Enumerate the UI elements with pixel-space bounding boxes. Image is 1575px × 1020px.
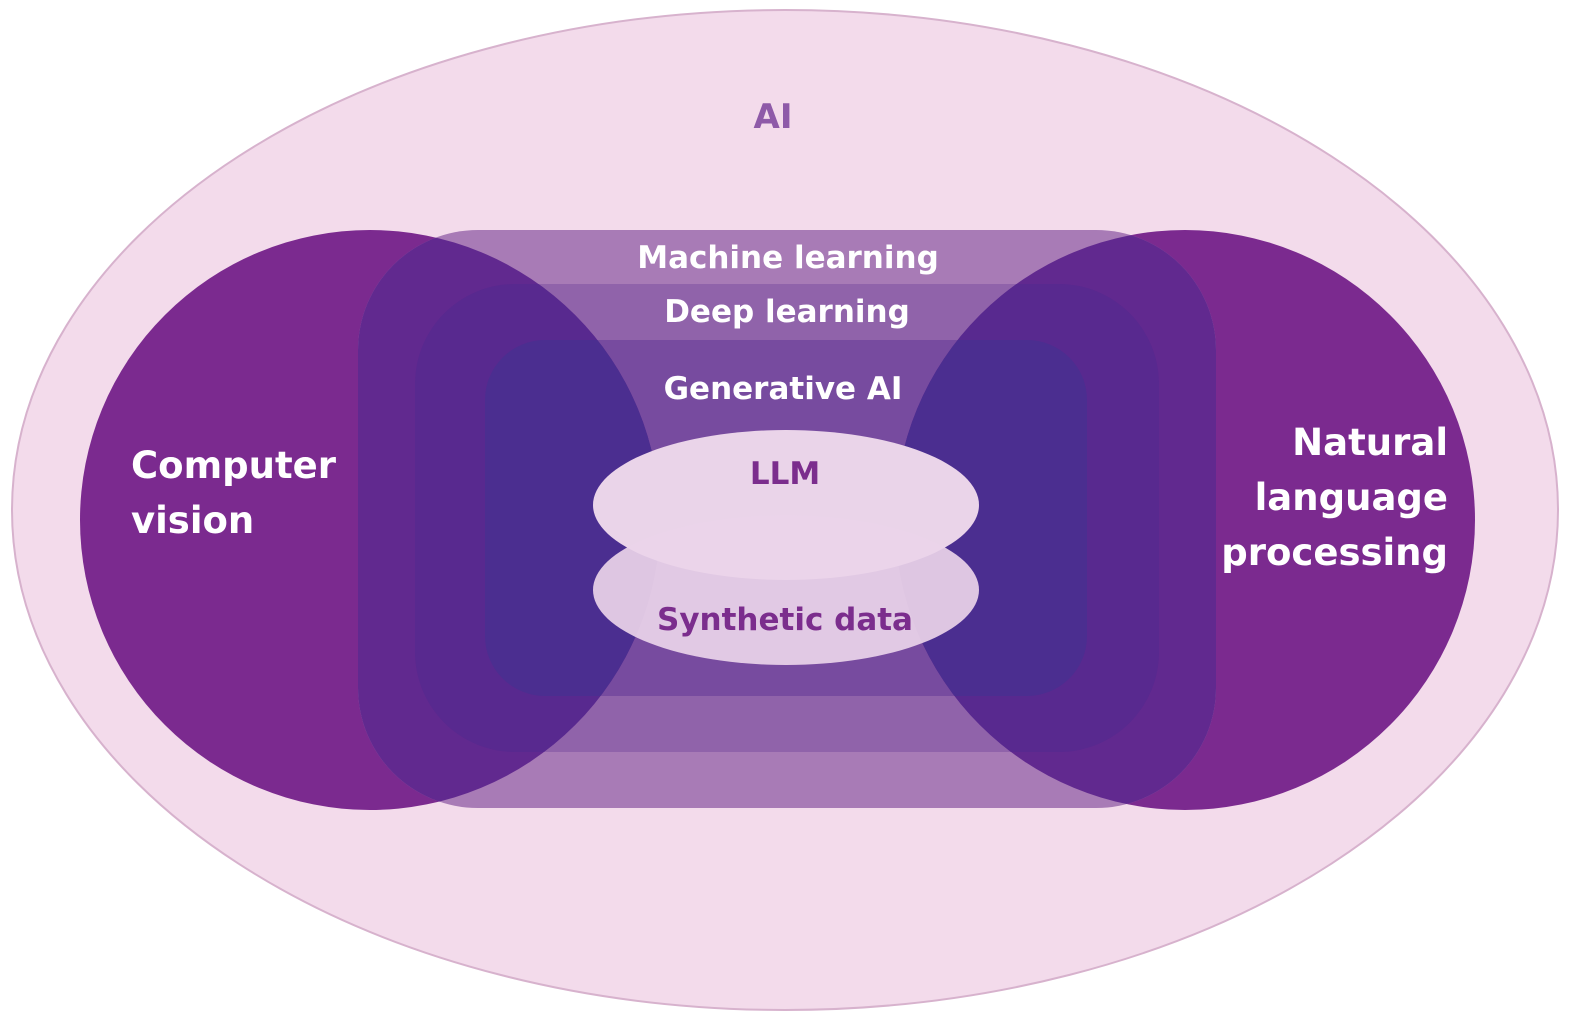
synthetic-data-label: Synthetic data <box>657 602 913 638</box>
nlp-label-line2: language <box>1255 476 1448 519</box>
nlp-label-line3: processing <box>1221 531 1448 574</box>
generative-ai-label: Generative AI <box>664 371 903 407</box>
computer-vision-label-line2: vision <box>131 499 254 542</box>
ai-label: AI <box>754 97 793 137</box>
computer-vision-label-line1: Computer <box>131 444 337 487</box>
llm-label: LLM <box>750 456 820 492</box>
deep-learning-label: Deep learning <box>664 294 910 330</box>
machine-learning-label: Machine learning <box>637 240 939 276</box>
nlp-label-line1: Natural <box>1292 421 1448 464</box>
synthetic-data-ellipse <box>593 515 979 665</box>
